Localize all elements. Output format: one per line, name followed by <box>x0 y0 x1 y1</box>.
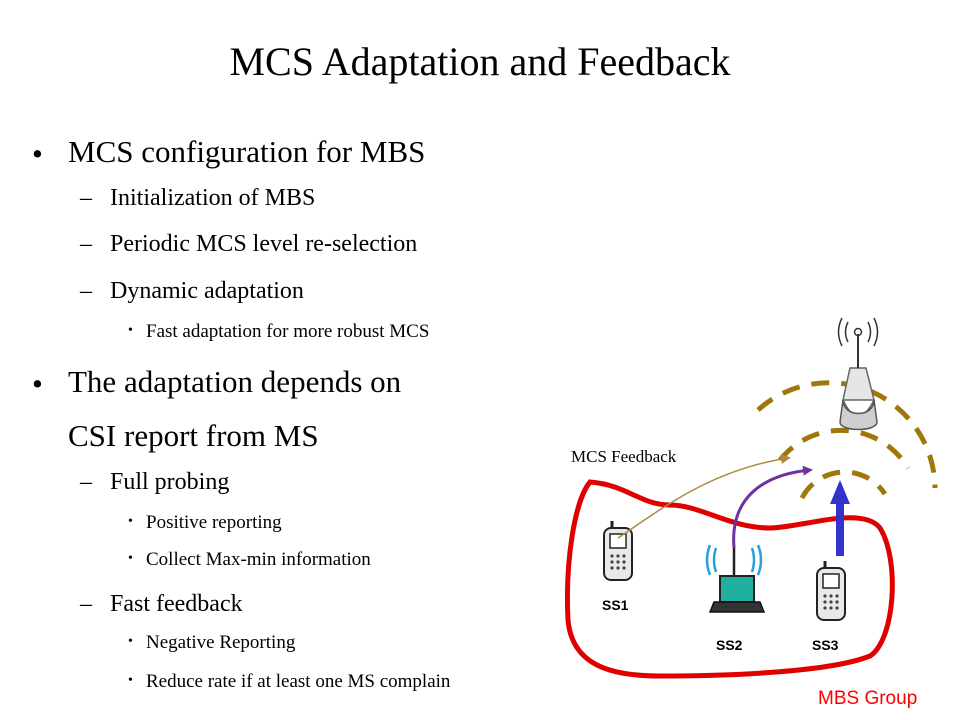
outline-item: Collect Max-min information <box>146 549 371 570</box>
bullet-dot: • <box>128 673 133 688</box>
outline-item: Fast adaptation for more robust MCS <box>146 321 430 342</box>
outline-item: Dynamic adaptation <box>110 278 304 304</box>
bullet-dot: • <box>32 366 43 401</box>
dash-marker: – <box>80 469 92 495</box>
outline-item: Negative Reporting <box>146 632 296 653</box>
outline-item: The adaptation depends on <box>68 364 402 399</box>
group-outline <box>565 479 895 679</box>
bullet-dot: • <box>128 514 133 529</box>
outline-item: Periodic MCS level re-selection <box>110 231 418 257</box>
antenna-tower-icon <box>837 317 879 431</box>
mcs-feedback-label: MCS Feedback <box>571 447 677 466</box>
outline-item: CSI report from MS <box>68 418 319 453</box>
outline-item: Reduce rate if at least one MS complain <box>146 671 451 692</box>
ss1-label: SS1 <box>602 597 629 613</box>
outline-item: Fast feedback <box>110 591 243 617</box>
ss2-label: SS2 <box>716 637 743 653</box>
ss3-phone-icon <box>816 561 846 621</box>
outline-item: MCS configuration for MBS <box>68 134 426 169</box>
bullet-dot: • <box>128 323 133 338</box>
bullet-dot: • <box>128 551 133 566</box>
dash-marker: – <box>80 278 92 304</box>
dash-marker: – <box>80 185 92 211</box>
outline-item: Initialization of MBS <box>110 185 316 211</box>
bullet-dot: • <box>32 136 43 171</box>
outline-item: Full probing <box>110 469 230 495</box>
slide-title: MCS Adaptation and Feedback <box>229 39 731 84</box>
ss2-laptop-icon <box>705 544 766 613</box>
ss1-phone-icon <box>603 521 633 581</box>
ss3-label: SS3 <box>812 637 839 653</box>
footer-label: MBS Group <box>818 688 918 709</box>
outline-item: Positive reporting <box>146 512 282 533</box>
dash-marker: – <box>80 231 92 257</box>
ss1-feedback-arrow <box>617 454 791 539</box>
dash-marker: – <box>80 591 92 617</box>
bullet-dot: • <box>128 634 133 649</box>
ss2-feedback-arrow <box>732 465 813 549</box>
